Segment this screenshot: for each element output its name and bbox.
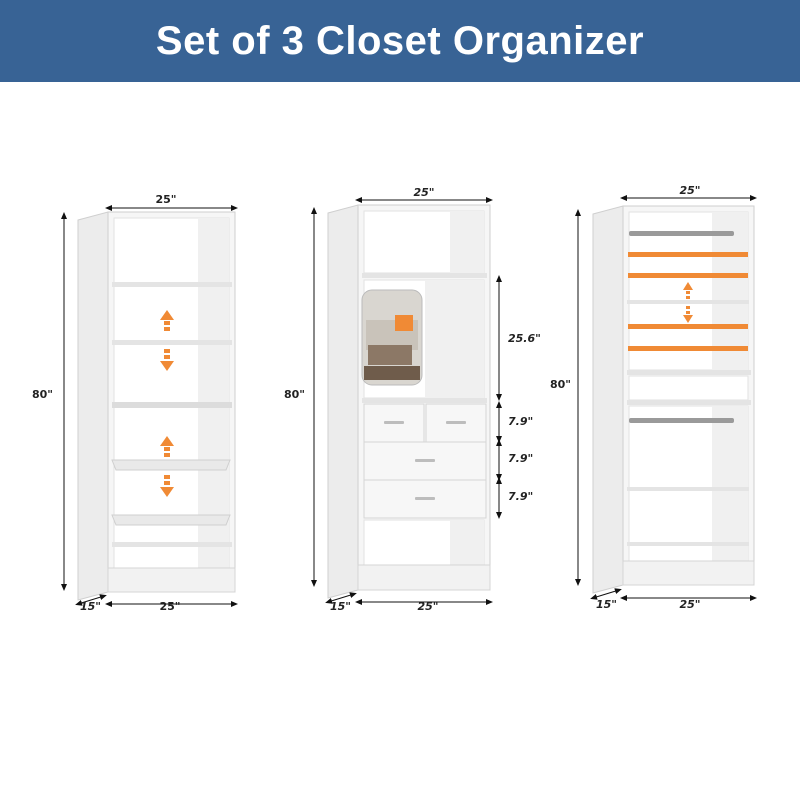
left-depth-label: 15" [80, 600, 101, 613]
drawer-2-height-label: 7.9" [508, 452, 533, 465]
middle-closet-unit: 25" 80" 15" 25" 25.6" 7.9" 7.9" 7.9" [284, 186, 541, 613]
right-depth-label: 15" [596, 598, 617, 611]
title-banner: Set of 3 Closet Organizer [0, 0, 800, 82]
right-closet-unit: 25" 80" 15" 25" [550, 184, 757, 611]
middle-depth-label: 15" [330, 600, 351, 613]
right-width-bottom-label: 25" [679, 598, 700, 611]
adjustable-rod-positions [628, 252, 748, 351]
closet-illustration: 25" 80" 15" 25" [32, 184, 757, 613]
left-closet-unit: 25" 80" 15" 25" [32, 193, 238, 613]
adjust-arrow-icon [160, 436, 174, 497]
right-width-top-label: 25" [679, 184, 700, 197]
open-section-height-label: 25.6" [508, 332, 541, 345]
drawer-3-height-label: 7.9" [508, 490, 533, 503]
middle-width-bottom-label: 25" [417, 600, 438, 613]
hanging-rod [629, 418, 734, 423]
adjust-arrow-icon [683, 282, 693, 323]
mirror-image [361, 289, 423, 386]
left-width-bottom-label: 25" [159, 600, 180, 613]
adjust-arrow-icon [160, 310, 174, 371]
right-height-label: 80" [550, 378, 571, 391]
drawer-stack [363, 403, 487, 519]
hanging-rod [629, 231, 734, 236]
left-height-label: 80" [32, 388, 53, 401]
left-width-top-label: 25" [155, 193, 176, 206]
middle-height-label: 80" [284, 388, 305, 401]
middle-width-top-label: 25" [413, 186, 434, 199]
page-title: Set of 3 Closet Organizer [155, 18, 645, 63]
drawer-1-height-label: 7.9" [508, 415, 533, 428]
